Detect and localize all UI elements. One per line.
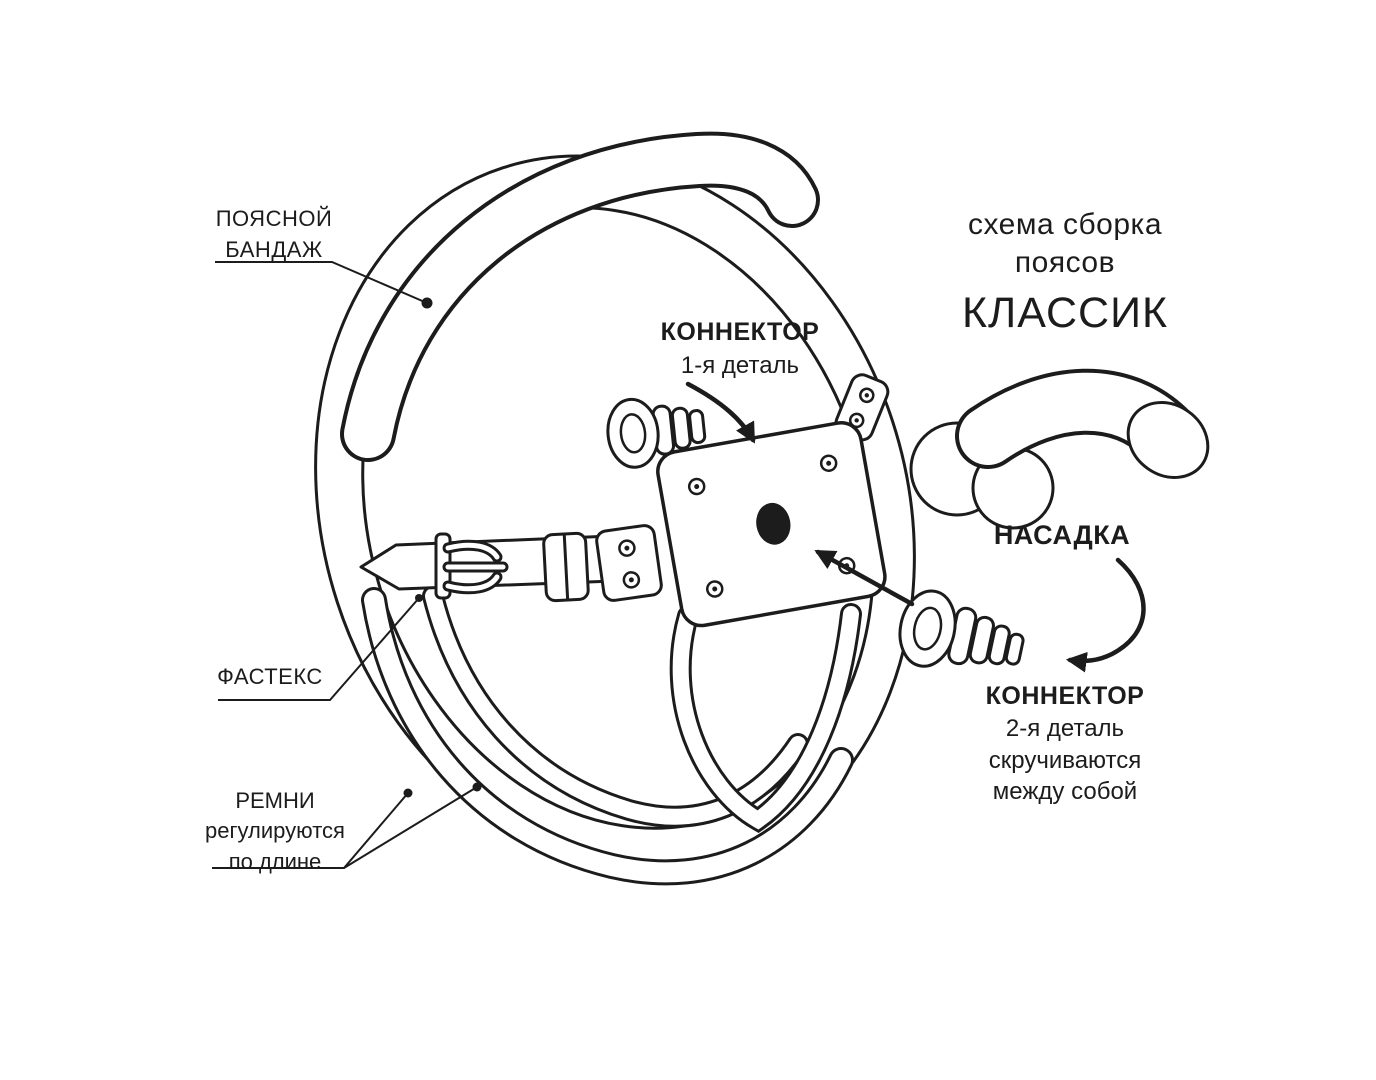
annotation-arrows <box>685 381 1146 673</box>
arrow-nozzle <box>1065 557 1146 673</box>
title-line3: КЛАССИК <box>961 289 1169 337</box>
straps-line2: регулируются <box>205 818 345 844</box>
connector2-title: КОННЕКТОР <box>985 682 1145 710</box>
title-line2: поясов <box>1014 245 1116 279</box>
connector-second-part <box>898 589 1025 668</box>
nozzle-label: НАСАДКА <box>993 520 1131 550</box>
straps-line3: по длине <box>228 848 322 874</box>
waist-pad <box>340 131 820 462</box>
strap-slider <box>542 531 590 603</box>
leader-waist-bandage <box>215 261 428 304</box>
connector2-label: КОННЕКТОР 2-я деталь скручиваются между … <box>930 680 1200 808</box>
title-line1: схема сборка <box>967 208 1162 241</box>
leader-dot <box>472 782 482 792</box>
straps-line1: РЕМНИ <box>235 788 315 813</box>
diagram-title: схема сборка поясов КЛАССИК <box>920 206 1210 341</box>
waist-bandage-line1: ПОЯСНОЙ <box>215 206 333 231</box>
connector2-line3: между собой <box>992 778 1138 806</box>
waist-bandage-line2: БАНДАЖ <box>225 236 323 262</box>
connector-first-part <box>606 397 707 469</box>
arrow-plate-hole <box>814 549 915 607</box>
connector1-subtitle: 1-я деталь <box>680 351 800 379</box>
dildo-attachment <box>909 368 1210 530</box>
straps-label: РЕМНИ регулируются по длине <box>186 786 364 877</box>
leader-dot <box>415 594 423 602</box>
fastex-label: ФАСТЕКС <box>217 664 323 689</box>
connector1-label: КОННЕКТОР 1-я деталь <box>628 316 852 382</box>
connector1-title: КОННЕКТОР <box>660 318 820 346</box>
leg-straps <box>361 585 854 886</box>
connector2-line2: скручиваются <box>988 746 1142 774</box>
leader-dot <box>403 788 413 798</box>
arrow-connector1 <box>685 381 756 444</box>
waist-bandage-label: ПОЯСНОЙ БАНДАЖ <box>198 204 350 266</box>
strap-tab-plate <box>595 524 663 602</box>
leader-lines <box>212 261 482 869</box>
plate-hole <box>756 502 791 545</box>
fastex-buckle <box>434 532 509 600</box>
mounting-plate <box>656 421 887 628</box>
leader-dot <box>421 297 433 309</box>
leader-straps <box>343 786 478 869</box>
connector2-line1: 2-я деталь <box>1005 715 1125 742</box>
leader-fastex <box>218 597 420 701</box>
crotch-strap-triangle <box>669 603 862 834</box>
